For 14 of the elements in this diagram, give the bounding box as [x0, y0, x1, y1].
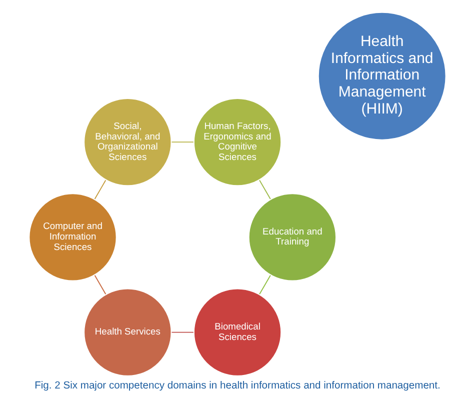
connector — [258, 274, 270, 295]
node-circle: Health Informatics and Information Management (HIIM) — [316, 11, 447, 142]
connector — [94, 274, 106, 295]
node-circle: Social, Behavioral, and Organizational Sciences — [82, 97, 172, 188]
node-circle: Biomedical Sciences — [192, 287, 282, 378]
connector — [258, 180, 270, 200]
node-circle: Human Factors, Ergonomics and Cognitive Sciences — [192, 97, 282, 188]
connector — [170, 142, 194, 143]
node-circle: Computer and Information Sciences — [27, 192, 118, 282]
node-circle: Education and Training — [246, 192, 337, 282]
connector — [94, 180, 106, 200]
connector — [170, 332, 194, 333]
caption: Fig. 2 Six major competency domains in health informatics and information management. — [34, 380, 440, 392]
node-circle: Health Services — [82, 287, 172, 378]
